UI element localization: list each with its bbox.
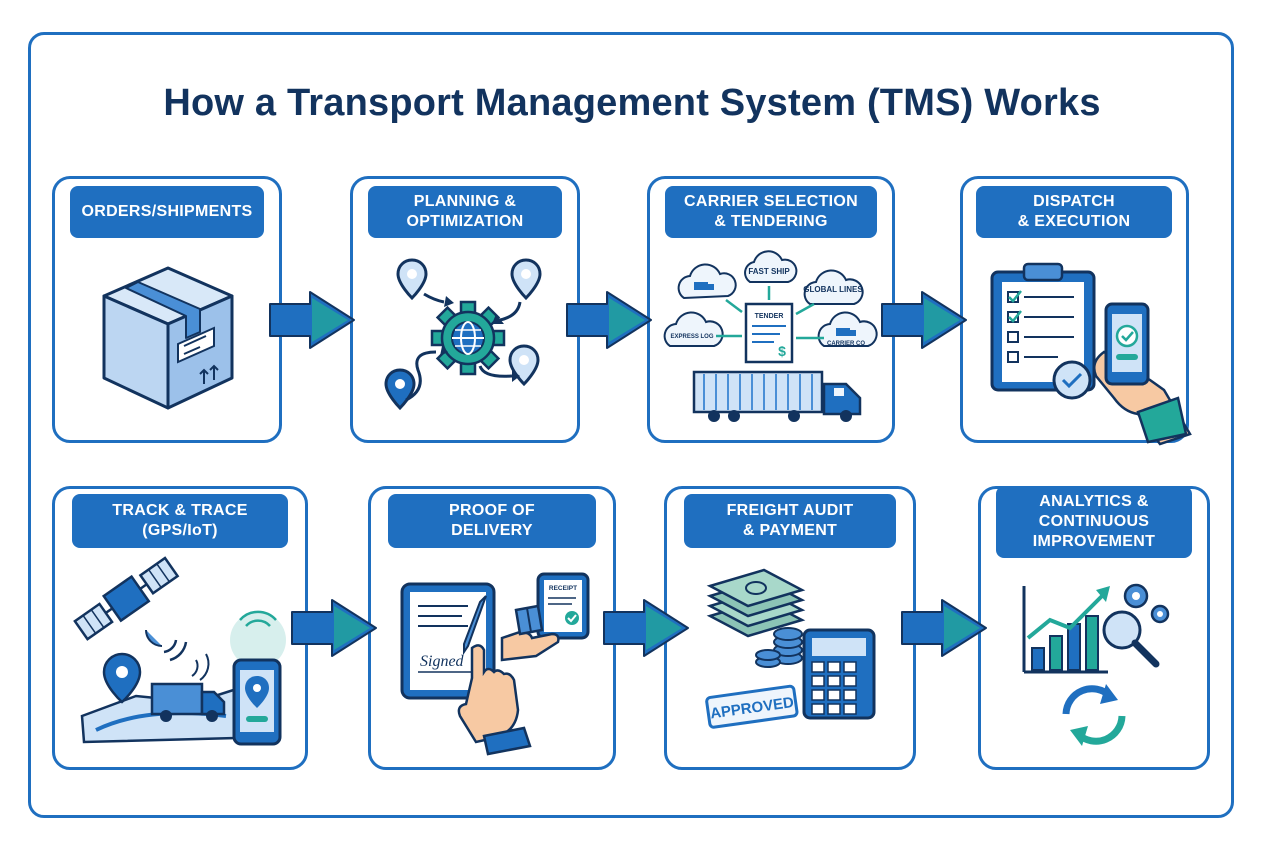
step-label-orders: ORDERS/SHIPMENTS	[70, 186, 264, 238]
step-label-payment: FREIGHT AUDIT & PAYMENT	[684, 494, 896, 548]
satellite-tracking-icon	[73, 556, 286, 746]
signature-tablet-icon: Signed RECEIPT	[400, 572, 590, 756]
step-label-tracking: TRACK & TRACE (GPS/IoT)	[72, 494, 288, 548]
carrier-cloud-label: CARRIER CO	[827, 341, 865, 347]
step-label-line: DISPATCH	[1033, 193, 1115, 210]
step-label-analytics: ANALYTICS & CONTINUOUS IMPROVEMENT	[996, 486, 1192, 558]
arrow-right-icon	[269, 291, 355, 349]
carrier-cloud-label: FAST SHIP	[748, 267, 790, 276]
step-label-line: OPTIMIZATION	[406, 213, 524, 230]
step-label-planning: PLANNING & OPTIMIZATION	[368, 186, 562, 238]
step-label-delivery: PROOF OF DELIVERY	[388, 494, 596, 548]
receipt-label: RECEIPT	[549, 585, 577, 592]
analytics-chart-icon	[1022, 583, 1170, 746]
clipboard-phone-icon	[990, 262, 1192, 446]
step-label-line: CONTINUOUS	[1038, 513, 1150, 530]
step-label-line: FREIGHT AUDIT	[726, 502, 854, 519]
step-label-line: DELIVERY	[451, 522, 533, 539]
step-label-line: PLANNING &	[413, 193, 517, 210]
package-box-icon	[102, 266, 234, 410]
arrow-right-icon	[901, 599, 987, 657]
step-label-line: ANALYTICS &	[1039, 493, 1149, 510]
step-label-line: IMPROVEMENT	[1032, 533, 1156, 550]
carrier-cloud-label: EXPRESS LOG	[670, 334, 713, 340]
step-label-line: TRACK & TRACE	[112, 502, 248, 519]
step-label-line: (GPS/IoT)	[142, 522, 218, 539]
step-label-line: PROOF OF	[449, 502, 535, 519]
step-label-line: ORDERS/SHIPMENTS	[81, 203, 253, 220]
step-label-line: CARRIER SELECTION	[684, 193, 858, 210]
carrier-cloud-label: GLOBAL LINES	[803, 285, 863, 294]
arrow-right-icon	[566, 291, 652, 349]
step-label-line: & EXECUTION	[1017, 213, 1131, 230]
step-label-dispatch: DISPATCH & EXECUTION	[976, 186, 1172, 238]
route-gear-icon	[384, 258, 542, 411]
svg-text:$: $	[778, 343, 786, 359]
arrow-right-icon	[291, 599, 377, 657]
tender-document-label: TENDER	[755, 313, 784, 320]
signature-text: Signed	[420, 653, 465, 670]
arrow-right-icon	[603, 599, 689, 657]
carrier-tender-icon: FAST SHIP GLOBAL LINES EXPRESS LOG CARRI…	[663, 250, 878, 422]
step-label-line: & PAYMENT	[742, 522, 838, 539]
step-label-carrier: CARRIER SELECTION & TENDERING	[665, 186, 877, 238]
page-title: How a Transport Management System (TMS) …	[163, 82, 1101, 124]
arrow-right-icon	[881, 291, 967, 349]
step-label-line: & TENDERING	[714, 213, 828, 230]
money-calculator-icon: APPROVED	[705, 568, 876, 729]
